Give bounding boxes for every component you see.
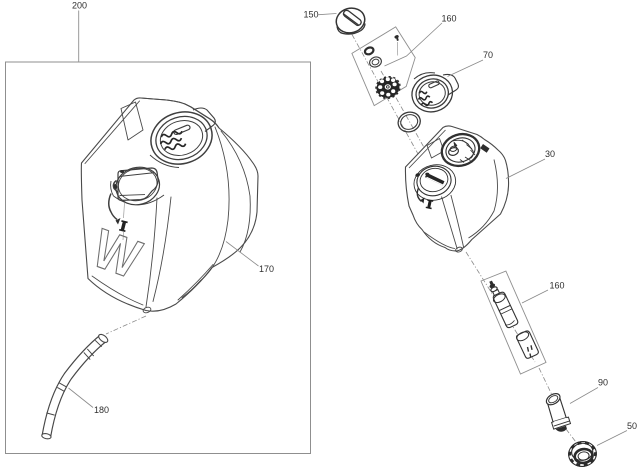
svg-text:30: 30 [545,149,555,159]
svg-text:90: 90 [598,378,608,388]
svg-text:200: 200 [72,1,87,11]
svg-text:70: 70 [483,50,493,60]
svg-text:170: 170 [259,264,274,274]
svg-text:160: 160 [442,14,457,24]
svg-text:180: 180 [94,405,109,415]
svg-text:150: 150 [304,10,319,20]
svg-text:160: 160 [550,281,565,291]
svg-text:50: 50 [627,421,637,431]
